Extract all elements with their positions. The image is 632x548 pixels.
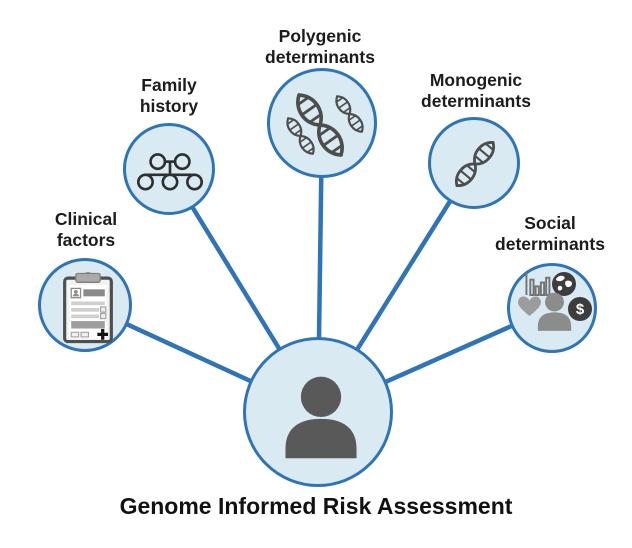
node-social-determinants: $ xyxy=(507,263,597,353)
person-icon xyxy=(285,376,357,459)
node-polygenic-determinants xyxy=(267,68,377,178)
dna-icon xyxy=(450,136,500,192)
label-family-history: Family history xyxy=(139,75,199,117)
label-monogenic-determinants: Monogenic determinants xyxy=(421,70,531,112)
node-family-history xyxy=(123,123,215,215)
diagram-title: Genome Informed Risk Assessment xyxy=(119,493,513,519)
label-clinical-factors: Clinical factors xyxy=(54,209,118,251)
node-monogenic-determinants xyxy=(428,117,520,209)
label-social-determinants: Social determinants xyxy=(495,213,605,255)
clipboard-icon xyxy=(63,271,113,344)
heart-icon xyxy=(518,296,541,316)
pedigree-icon xyxy=(137,153,203,191)
globe-icon xyxy=(552,272,576,296)
node-central-person xyxy=(243,337,393,487)
label-polygenic-determinants: Polygenic determinants xyxy=(265,26,375,68)
dollar-coin-icon: $ xyxy=(568,297,592,321)
node-clinical-factors xyxy=(38,258,132,352)
bar-chart-icon xyxy=(525,272,551,296)
